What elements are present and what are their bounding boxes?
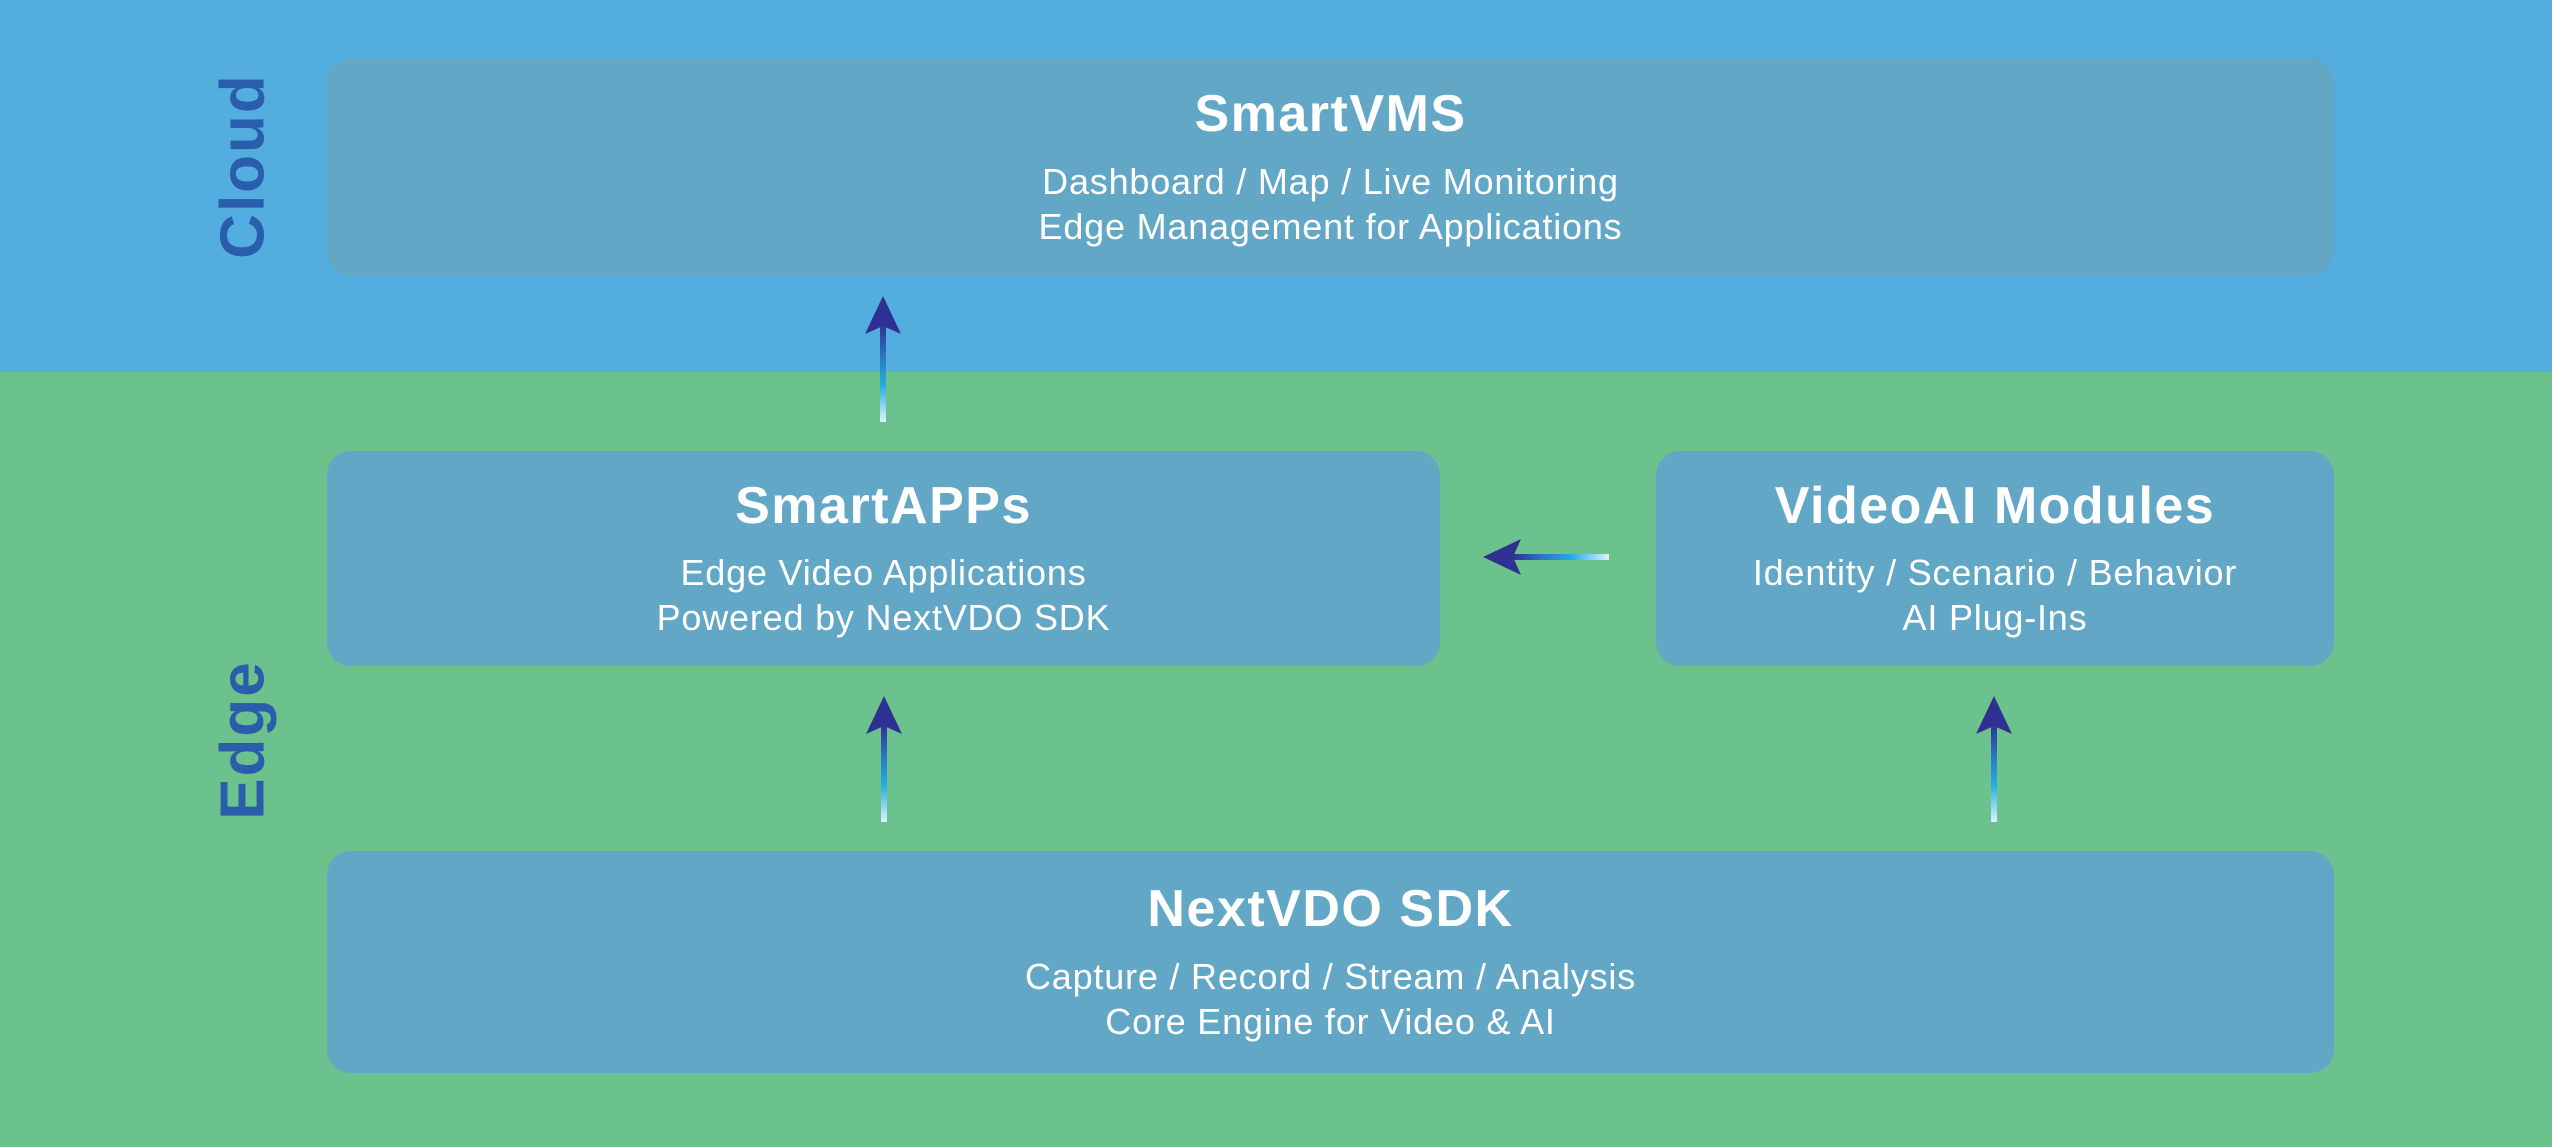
videoai-modules-subtitle-2: AI Plug-Ins [1902,597,2088,639]
arrow-up-nextvdo-to-videoai-icon [1976,696,2012,822]
arrow-left-videoai-to-smartapps-icon [1483,539,1609,575]
videoai-modules-box: VideoAI Modules Identity / Scenario / Be… [1656,451,2334,666]
edge-band-label: Edge [208,660,278,820]
smartvms-subtitle-2: Edge Management for Applications [1038,205,1623,247]
arrow-up-nextvdo-to-smartapps-icon [866,696,902,822]
smartapps-title: SmartAPPs [735,476,1032,535]
nextvdo-sdk-subtitle-1: Capture / Record / Stream / Analysis [1024,955,1637,997]
nextvdo-sdk-subtitle-2: Core Engine for Video & AI [1105,1000,1556,1042]
nextvdo-sdk-box: NextVDO SDK Capture / Record / Stream / … [327,851,2334,1073]
nextvdo-sdk-title: NextVDO SDK [1147,880,1514,939]
smartapps-subtitle-2: Powered by NextVDO SDK [656,597,1111,639]
videoai-modules-title: VideoAI Modules [1774,476,2216,535]
smartvms-title: SmartVMS [1194,85,1467,144]
videoai-modules-subtitle-1: Identity / Scenario / Behavior [1752,552,2238,594]
smartvms-subtitle-1: Dashboard / Map / Live Monitoring [1042,160,1619,202]
smartapps-subtitle-1: Edge Video Applications [680,552,1087,594]
cloud-band-label: Cloud [208,73,278,259]
smartapps-box: SmartAPPs Edge Video Applications Powere… [327,451,1440,666]
arrow-up-smartapps-to-smartvms-icon [865,296,901,422]
smartvms-box: SmartVMS Dashboard / Map / Live Monitori… [327,58,2334,276]
